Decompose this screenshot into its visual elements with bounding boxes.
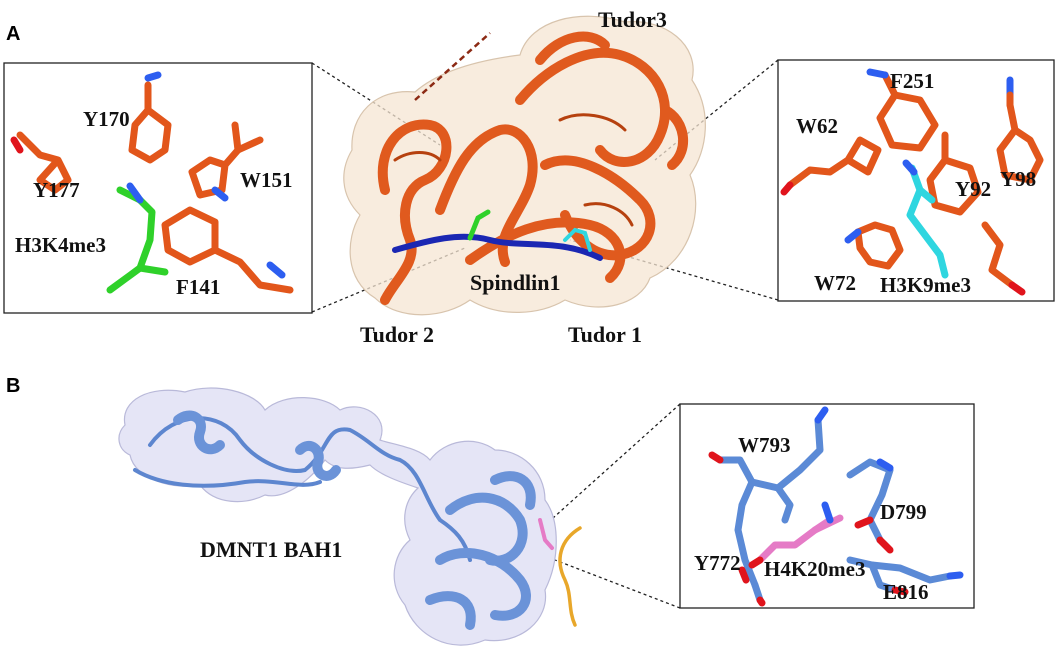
y98-label: Y98 [1000,167,1036,191]
d799-residue-sticks [846,458,894,554]
tudor3-label: Tudor3 [598,7,667,32]
peptide-cyan-sidechain [563,227,592,252]
y177-residue-sticks [10,131,72,194]
e816-label: E816 [883,580,929,604]
h3k4me3-label: H3K4me3 [15,233,106,257]
panel-b-letter: B [6,375,20,397]
y92-residue-sticks [926,131,982,216]
h4k20me3-peptide-ribbon [558,526,582,627]
h3k4me3-peptide-sticks [106,182,169,294]
w793-label: W793 [738,433,791,457]
w151-label: W151 [240,168,293,192]
tudor2-label: Tudor 2 [360,322,434,347]
peptide-green-sidechain [467,209,491,241]
bah1-structure [118,387,582,646]
h3k9me3-peptide-sticks [902,159,949,279]
h4k20me3-peptide-sticks [748,501,844,569]
y772-label: Y772 [694,551,741,575]
bah1-surface [118,387,557,646]
y92-label: Y92 [955,177,991,201]
w62-residue-sticks [780,136,882,196]
w793-residue-sticks [708,406,829,589]
y772-residue-sticks [738,566,766,607]
d799-label: D799 [880,500,927,524]
f141-label: F141 [176,275,220,299]
w62-label: W62 [796,114,838,138]
w72-residue-sticks [844,221,904,270]
panel-b-connector-lines [552,403,681,609]
y170-label: Y170 [83,107,130,131]
y177-label: Y177 [33,178,80,202]
bah1-sheets [425,471,536,630]
w151-residue-sticks [188,121,264,202]
panel-b-inset: W793 D799 Y772 H4K20me3 E816 [679,403,975,609]
e816-residue-sticks [846,556,964,596]
spindlin1-dashed-loop [414,32,491,101]
h4k20me3-label: H4K20me3 [764,557,865,581]
panel-a-letter: A [6,23,20,45]
w72-label: W72 [814,271,856,295]
tudor1-label: Tudor 1 [568,322,642,347]
h3k9me3-label: H3K9me3 [880,273,971,297]
spindlin1-label: Spindlin1 [470,270,561,295]
f141-residue-sticks [161,206,294,294]
y98-extra-sticks [981,221,1026,296]
peptide-backbone-dark-blue [392,233,603,261]
spindlin1-structure [343,15,706,316]
y170-residue-sticks [128,71,172,164]
f251-label: F251 [890,69,934,93]
h4k20me3-sidechain [538,518,554,550]
panel-a-right-inset: F251 W62 Y92 Y98 W72 H3K9me3 [777,59,1055,302]
dmnt1-bah1-label: DMNT1 BAH1 [200,537,342,562]
panel-a-left-inset: Y170 Y177 W151 H3K4me3 F141 [3,62,313,314]
bah1-helices [173,410,341,481]
f251-residue-sticks [866,68,939,152]
y98-residue-sticks [996,76,1044,184]
bah1-coil [148,416,472,562]
